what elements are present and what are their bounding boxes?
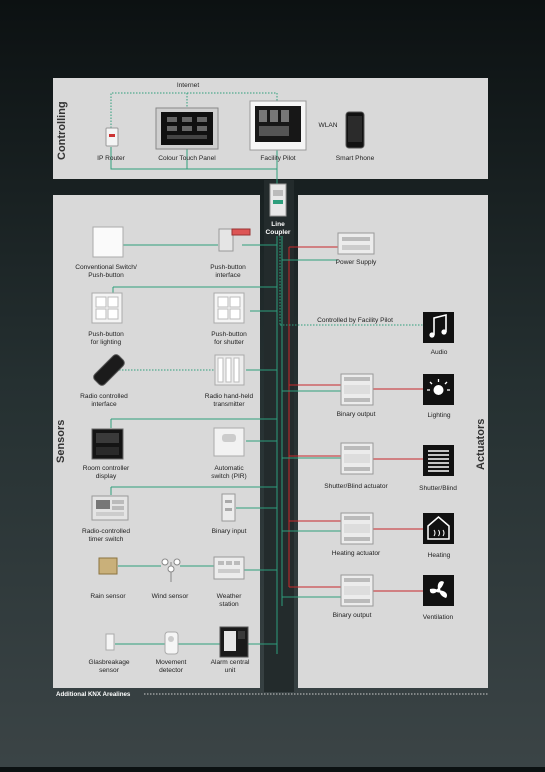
conventional-switch-label: Conventional Switch/: [75, 264, 137, 271]
binary-output-2-icon: [340, 574, 374, 607]
weather-station-label: Weather: [217, 593, 243, 600]
ip-router-icon: [105, 127, 119, 147]
radio-transmitter-icon: [214, 354, 245, 386]
radio-interface-label: Radio controlled: [80, 393, 128, 400]
ventilation-fan-icon: [423, 575, 454, 606]
conventional-switch-icon: [92, 226, 124, 258]
wind-sensor-icon: [161, 558, 181, 582]
rain-sensor-label: Rain sensor: [90, 593, 126, 600]
radio-interface-icon: [93, 354, 125, 386]
automatic-switch-icon: [213, 427, 245, 457]
ip-router-label: IP Router: [97, 155, 126, 162]
controlling-title: Controlling: [56, 101, 68, 160]
additional-arealines-label: Additional KNX Arealines: [56, 691, 131, 698]
shutter-actuator-label: Shutter/Blind actuator: [324, 483, 388, 490]
binary-input-label: Binary input: [212, 528, 247, 535]
rain-sensor-icon: [98, 557, 118, 575]
alarm-central-icon: [219, 626, 249, 658]
pushbutton-lighting-label: Push-button: [88, 331, 124, 338]
radio-transmitter-label: Radio hand-held: [205, 393, 254, 400]
internet-link: [110, 92, 278, 128]
automatic-switch-label: Automatic: [214, 465, 244, 472]
pushbutton-lighting-icon: [91, 292, 123, 324]
line-coupler-label-1: Line: [271, 221, 285, 228]
binary-output-2-label: Binary output: [333, 612, 372, 619]
pushbutton-shutter-icon: [213, 292, 245, 324]
weather-station-label-2: station: [219, 601, 239, 608]
binary-output-1-label: Binary output: [337, 411, 376, 418]
heating-label: Heating: [428, 552, 451, 559]
room-controller-icon: [91, 428, 124, 460]
audio-label: Audio: [431, 349, 448, 356]
pushbutton-interface-icon: [218, 228, 251, 252]
room-controller-label: Room controller: [83, 465, 130, 472]
shutter-blind-label: Shutter/Blind: [419, 485, 457, 492]
glasbreakage-label: Glasbreakage: [88, 659, 129, 666]
connection-lines: [110, 92, 488, 695]
line-coupler-label-2: Coupler: [266, 229, 291, 236]
glasbreakage-label-2: sensor: [99, 667, 120, 674]
radio-transmitter-label-2: transmitter: [213, 401, 245, 408]
actuators-panel: [298, 195, 488, 688]
lighting-bulb-icon: [423, 374, 454, 405]
movement-detector-label: Movement: [156, 659, 187, 666]
power-supply-label: Power Supply: [336, 259, 377, 266]
wind-sensor-label: Wind sensor: [152, 593, 189, 600]
timer-switch-label: Radio-controlled: [82, 528, 130, 535]
power-supply-icon: [337, 232, 375, 255]
shutter-actuator-icon: [340, 442, 374, 475]
colour-touch-panel-label: Colour Touch Panel: [158, 155, 216, 162]
timer-switch-icon: [91, 495, 129, 521]
colour-touch-panel-icon: [155, 107, 219, 150]
actuators-title: Actuators: [475, 419, 487, 470]
sensors-title: Sensors: [55, 420, 67, 463]
pushbutton-interface-label-2: interface: [215, 272, 241, 279]
heating-actuator-label: Heating actuator: [332, 550, 381, 557]
controlled-by-label: Controlled by Facility Pilot: [317, 317, 393, 324]
wlan-label: WLAN: [318, 122, 337, 129]
lighting-label: Lighting: [427, 412, 450, 419]
ventilation-label: Ventilation: [423, 614, 454, 621]
audio-music-note-icon: [423, 312, 454, 343]
shutter-blind-icon: [423, 445, 454, 476]
weather-station-icon: [213, 556, 245, 580]
smart-phone-icon: [345, 111, 365, 149]
glasbreakage-sensor-icon: [105, 633, 115, 651]
room-controller-label-2: display: [96, 473, 117, 480]
smart-phone-label: Smart Phone: [336, 155, 375, 162]
controlling-bus: [110, 147, 277, 170]
internet-label: Internet: [177, 82, 200, 89]
alarm-central-label: Alarm central: [211, 659, 250, 666]
pushbutton-interface-label: Push-button: [210, 264, 246, 271]
binary-output-1-icon: [340, 373, 374, 406]
movement-detector-label-2: detector: [159, 667, 184, 674]
timer-switch-label-2: timer switch: [89, 536, 124, 543]
heating-house-icon: [423, 513, 454, 544]
heating-actuator-icon: [340, 512, 374, 545]
pushbutton-shutter-label-2: for shutter: [214, 339, 244, 346]
movement-detector-icon: [164, 631, 179, 655]
line-coupler-icon: [269, 183, 287, 217]
facility-pilot-icon: [249, 100, 307, 151]
automatic-switch-label-2: switch (PIR): [211, 473, 247, 480]
alarm-central-label-2: unit: [225, 667, 236, 674]
facility-pilot-label: Facility Pilot: [260, 155, 295, 162]
pushbutton-shutter-label: Push-button: [211, 331, 247, 338]
conventional-switch-label-2: Push-button: [88, 272, 124, 279]
binary-input-icon: [221, 493, 236, 522]
radio-interface-label-2: interface: [91, 401, 117, 408]
pushbutton-lighting-label-2: for lighting: [91, 339, 122, 346]
